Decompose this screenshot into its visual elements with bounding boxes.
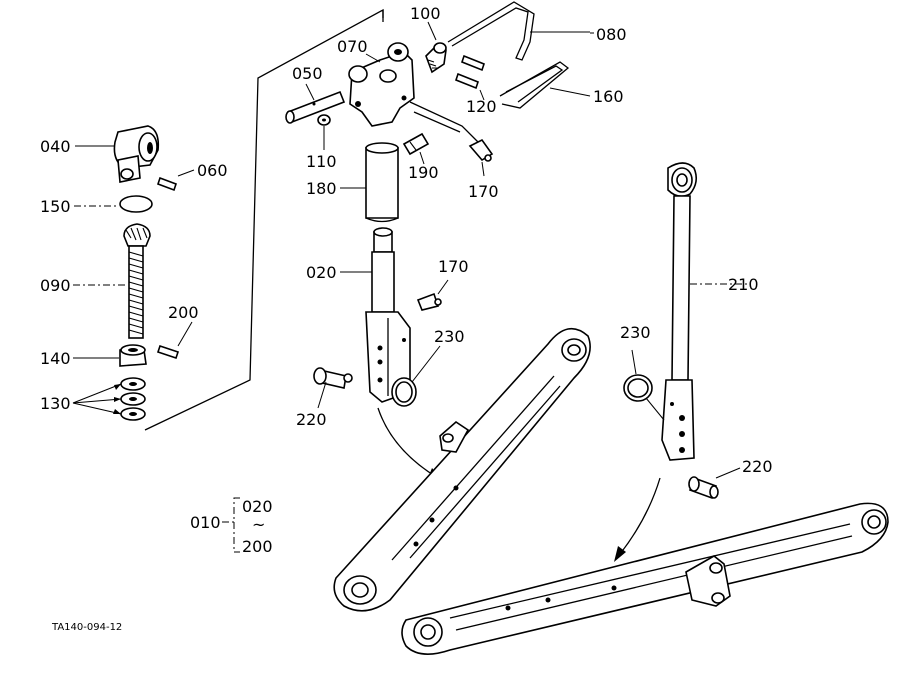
label-120: 120 xyxy=(466,97,497,116)
part-060-pin xyxy=(156,169,195,192)
assembly-label-010: 010 xyxy=(190,513,221,532)
right-lower-link-arm xyxy=(401,502,889,655)
label-180: 180 xyxy=(306,179,337,198)
label-210: 210 xyxy=(728,275,759,294)
assembly-range-sep: ~ xyxy=(252,515,265,534)
label-190: 190 xyxy=(408,163,439,182)
figure-code: TA140-094-12 xyxy=(51,622,122,633)
linkage-lines xyxy=(409,101,479,143)
assembly-arrow-right xyxy=(614,477,661,562)
label-070: 070 xyxy=(337,37,368,56)
part-040-swivel-block xyxy=(75,125,160,183)
part-100-collar xyxy=(425,21,447,74)
part-230-ring-right xyxy=(623,349,665,421)
label-140: 140 xyxy=(40,349,71,368)
part-140-nut xyxy=(73,344,147,367)
part-130-washers xyxy=(72,377,146,421)
part-170-grease-fitting-upper xyxy=(468,138,494,177)
part-220-pin-left xyxy=(313,367,353,409)
label-220-right: 220 xyxy=(742,457,773,476)
label-230-right: 230 xyxy=(620,323,651,342)
part-080-rod xyxy=(447,1,590,61)
assembly-frame xyxy=(144,8,384,431)
part-110-washer xyxy=(317,114,331,150)
part-150-washer xyxy=(74,195,153,213)
label-160: 160 xyxy=(593,87,624,106)
part-120-pins xyxy=(455,54,485,101)
part-210-lift-rod xyxy=(661,162,748,461)
label-170-lower: 170 xyxy=(438,257,469,276)
part-180-sleeve xyxy=(340,142,399,223)
label-220-left: 220 xyxy=(296,410,327,429)
label-060: 060 xyxy=(197,161,228,180)
label-150: 150 xyxy=(40,197,71,216)
label-100: 100 xyxy=(410,4,441,23)
assembly-range-start: 020 xyxy=(242,497,273,516)
part-090-screw xyxy=(73,223,151,339)
part-200-pin xyxy=(156,321,193,360)
part-170-grease-fitting-lower xyxy=(416,279,449,311)
part-labels: 040 060 150 090 200 140 130 050 070 100 … xyxy=(40,4,773,633)
part-220-pin-right xyxy=(688,467,741,500)
left-lower-link-arm xyxy=(333,327,591,612)
label-040: 040 xyxy=(40,137,71,156)
part-160-clip xyxy=(499,61,591,109)
part-050-pin xyxy=(285,83,346,124)
label-200: 200 xyxy=(168,303,199,322)
label-090: 090 xyxy=(40,276,71,295)
assembly-bracket xyxy=(222,497,240,553)
assembly-range-end: 200 xyxy=(242,537,273,556)
label-170-upper: 170 xyxy=(468,182,499,201)
label-230-left: 230 xyxy=(434,327,465,346)
label-ticks xyxy=(590,32,726,285)
label-110: 110 xyxy=(306,152,337,171)
part-070-clevis xyxy=(348,42,415,127)
label-020: 020 xyxy=(306,263,337,282)
label-130: 130 xyxy=(40,394,71,413)
part-190-nipple xyxy=(402,132,430,165)
label-050: 050 xyxy=(292,64,323,83)
label-080: 080 xyxy=(596,25,627,44)
part-230-ring-left xyxy=(391,345,441,407)
